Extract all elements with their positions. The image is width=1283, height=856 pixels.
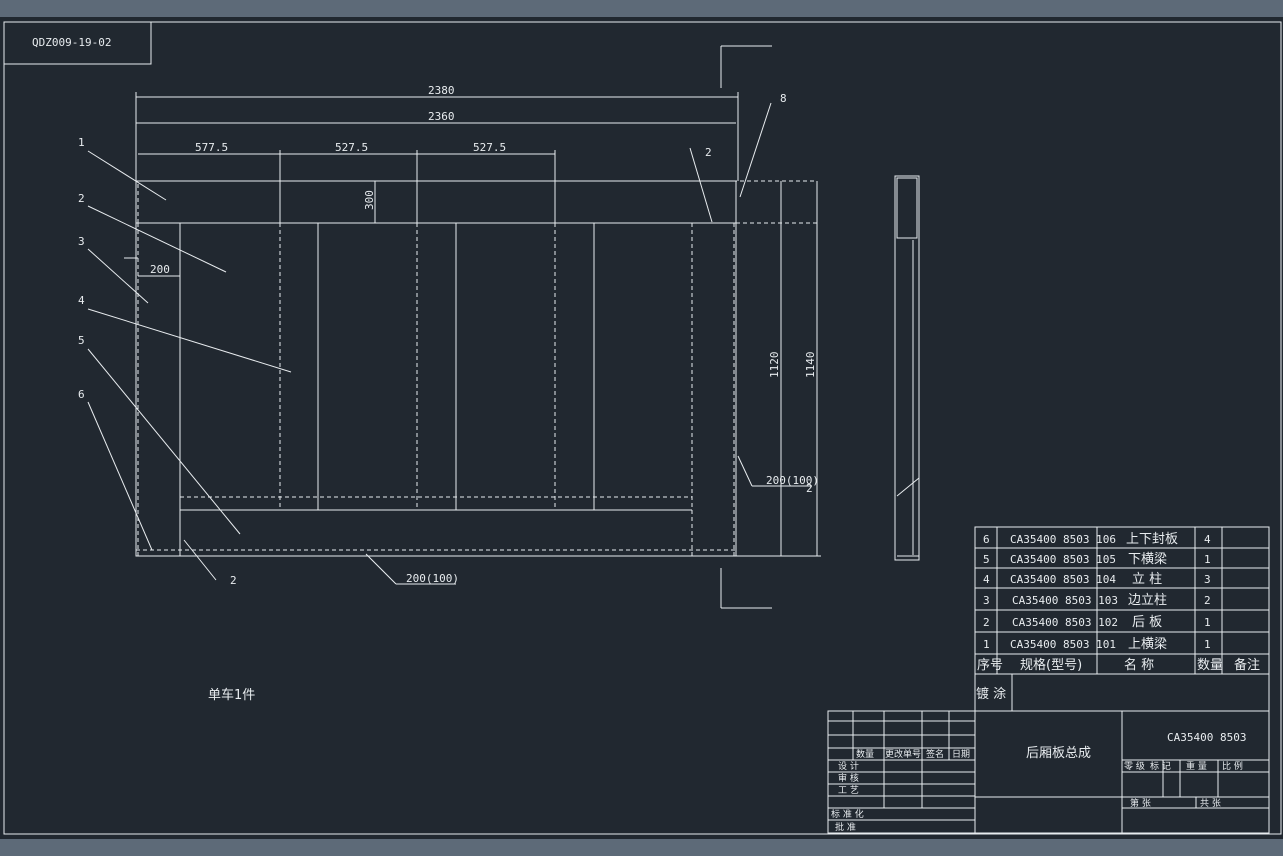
bom-name: 后 板	[1132, 615, 1162, 630]
dim-span1: 577.5	[195, 141, 228, 154]
mark-label-mark: 标 记	[1150, 760, 1171, 772]
bom-seq: 2	[983, 616, 990, 629]
bom-qty: 1	[1204, 616, 1211, 629]
balloon-leaders: 1 2 3 4 5 6 8 2 2 200(100) 200(100) 2	[78, 92, 819, 587]
bom-seq: 5	[983, 553, 990, 566]
side-view-top-block	[896, 177, 918, 239]
bom-qty: 2	[1204, 594, 1211, 607]
bom-header-name: 名 称	[1124, 657, 1154, 673]
bom-qty: 3	[1204, 573, 1211, 586]
signoff-approve: 批 准	[835, 821, 856, 833]
bom-seq: 1	[983, 638, 990, 651]
weld-leader-top	[689, 147, 713, 223]
bom-qty: 4	[1204, 533, 1211, 546]
weld-size-top: 2	[705, 146, 712, 159]
balloon-6: 6	[78, 388, 85, 401]
bom-qty: 1	[1204, 553, 1211, 566]
drawing-code-box	[3, 21, 152, 65]
rev-header-change: 更改单号	[885, 748, 921, 760]
bom-name: 立 柱	[1132, 572, 1162, 587]
coating-label: 镀 涂	[976, 686, 1006, 702]
dimensions: 2380 2360 577.5 527.5 527.5 300 200 1120…	[124, 84, 821, 557]
balloon-1: 1	[78, 136, 85, 149]
bom-code: CA35400 8503 101	[1010, 638, 1116, 651]
top-beam	[137, 180, 818, 224]
signoff-process: 工 艺	[838, 785, 859, 796]
bom-code: CA35400 8503 105	[1010, 553, 1116, 566]
bom-seq: 6	[983, 533, 990, 546]
bom-header-qty: 数量	[1197, 658, 1223, 673]
sheet-label-no: 第 张	[1130, 797, 1151, 809]
bom-seq: 4	[983, 573, 990, 586]
bom-qty: 1	[1204, 638, 1211, 651]
bom-header-code: 规格(型号)	[1020, 657, 1082, 673]
sheet-label-total: 共 张	[1200, 798, 1221, 809]
bom-name: 上横梁	[1128, 637, 1167, 652]
balloon-2: 2	[78, 192, 85, 205]
leader-8	[739, 102, 772, 198]
drawing-code: QDZ009-19-02	[32, 36, 111, 49]
frame-outline	[135, 180, 737, 557]
top-toolbar-strip	[0, 0, 1283, 17]
side-view-outline	[894, 175, 920, 561]
signoff-design: 设 计	[838, 760, 859, 772]
part-name: 后厢板总成	[1026, 746, 1091, 761]
balloon-4: 4	[78, 294, 85, 307]
rev-header-qty: 数量	[856, 748, 874, 760]
part-code: CA35400 8503	[1167, 731, 1246, 744]
leader-2	[87, 205, 227, 273]
front-view	[135, 180, 818, 557]
bottom-status-strip	[0, 839, 1283, 856]
leader-1	[87, 150, 167, 201]
balloon-8: 8	[780, 92, 787, 105]
dim-span2: 527.5	[335, 141, 368, 154]
mark-label-weight: 重 量	[1186, 760, 1207, 772]
balloon-3: 3	[78, 235, 85, 248]
mark-label-grade: 零 级	[1124, 760, 1145, 772]
quantity-note: 单车1件	[208, 687, 255, 703]
leader-5	[87, 348, 241, 535]
dim-overall-height: 1140	[804, 352, 817, 379]
balloon-5: 5	[78, 334, 85, 347]
mark-label-scale: 比 例	[1222, 760, 1243, 772]
bom-name: 边立柱	[1128, 593, 1167, 608]
dim-top-height: 300	[363, 190, 376, 210]
bom-name: 下横梁	[1128, 552, 1167, 567]
leader-3	[87, 248, 149, 304]
bom-code: CA35400 8503 103	[1012, 594, 1118, 607]
leader-6	[87, 401, 153, 551]
bom-name: 上下封板	[1126, 532, 1178, 547]
bom-code: CA35400 8503 104	[1010, 573, 1116, 586]
rev-header-date: 日期	[952, 749, 970, 760]
weld-size-right: 2	[806, 482, 813, 495]
coating-box	[974, 673, 1270, 712]
bom-header-remark: 备注	[1234, 657, 1260, 673]
dim-inner-width: 2360	[428, 110, 455, 123]
dim-span3: 527.5	[473, 141, 506, 154]
dim-overall-width: 2380	[428, 84, 455, 97]
dim-left-width: 200	[150, 263, 170, 276]
side-view	[894, 175, 920, 561]
title-block: 数量 更改单号 签名 日期 设 计 审 核 工 艺 标 准 化 批 准 后厢板总…	[827, 710, 1270, 834]
dim-inner-height: 1120	[768, 352, 781, 379]
weld-leader-bottom	[365, 553, 397, 585]
side-view-chamfer	[896, 477, 920, 497]
bom-header-seq: 序号	[977, 658, 1003, 673]
signoff-review: 审 核	[838, 772, 859, 784]
bom-code: CA35400 8503 102	[1012, 616, 1118, 629]
weld-leader-right	[737, 455, 753, 487]
rev-header-sign: 签名	[926, 748, 944, 760]
weld-note-bottom: 200(100)	[406, 572, 459, 585]
signoff-standard: 标 准 化	[831, 808, 864, 820]
weld-note-right: 200(100)	[766, 474, 819, 487]
bom-code: CA35400 8503 106	[1010, 533, 1116, 546]
weld-leader-bottom-left	[183, 539, 217, 581]
bom-table: 6 CA35400 8503 106 上下封板 4 5 CA35400 8503…	[974, 526, 1270, 675]
leader-4	[87, 308, 292, 373]
bom-seq: 3	[983, 594, 990, 607]
drawing-border	[3, 21, 1282, 835]
weld-size-bottom: 2	[230, 574, 237, 587]
